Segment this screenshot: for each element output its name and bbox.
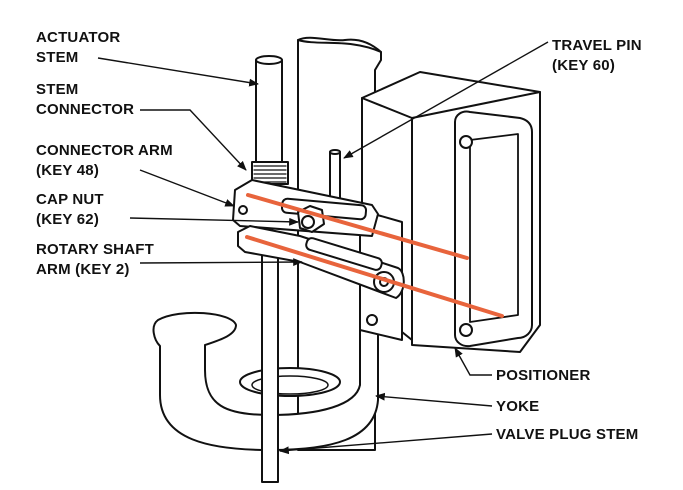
actuator-stem [255, 59, 283, 176]
actuator-stem-top [255, 55, 283, 65]
label-yoke: YOKE [496, 398, 540, 415]
label-positioner: POSITIONER [496, 367, 591, 384]
leader-yoke [375, 392, 493, 407]
yoke-pillar-top [297, 36, 382, 53]
leader-positioner [454, 347, 492, 376]
cap-nut-face [301, 215, 315, 229]
label-travel-pin: TRAVEL PIN(KEY 60) [552, 37, 642, 74]
leader-stem-connector [140, 109, 247, 171]
yoke-bracket [152, 311, 379, 451]
plate-screw [366, 314, 378, 326]
connector-screw [238, 205, 248, 215]
label-connector-arm: CONNECTOR ARM(KEY 48) [36, 142, 173, 179]
highlight-line-lower [245, 235, 504, 318]
leader-travel-pin [343, 41, 549, 159]
rotary-shaft-arm-slot [305, 237, 383, 271]
leader-connector-arm [139, 169, 235, 207]
highlight-line-upper [246, 193, 469, 260]
positioner-bolt-bottom [459, 323, 473, 337]
leader-cap-nut [129, 217, 299, 226]
leader-valve-plug-stem [279, 433, 493, 455]
positioner-window [469, 133, 519, 323]
leader-actuator-stem [97, 57, 259, 87]
label-valve-plug-stem: VALVE PLUG STEM [496, 426, 639, 443]
valve-plug-stem [261, 239, 279, 483]
leader-rotary-shaft-arm [139, 258, 303, 266]
positioner-bolt-top [459, 135, 473, 149]
travel-pin-top [329, 149, 341, 155]
label-cap-nut: CAP NUT(KEY 62) [36, 191, 104, 228]
highlight-lines [245, 193, 504, 318]
